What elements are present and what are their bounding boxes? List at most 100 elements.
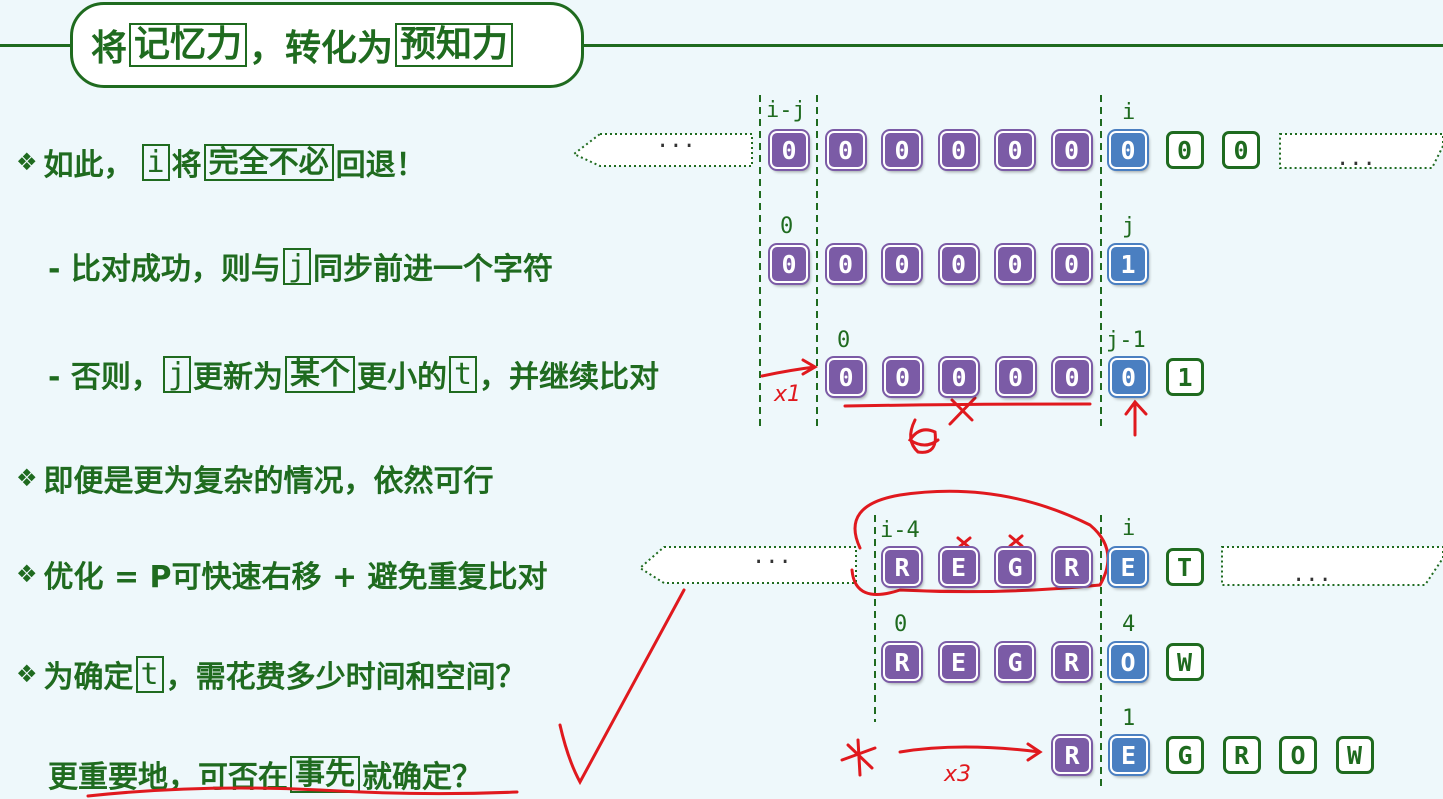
char-cell: R — [1222, 736, 1261, 774]
char-cell: 1 — [1166, 358, 1204, 396]
sub1-text-a: - 比对成功，则与 — [48, 252, 281, 287]
char-cell: E — [1109, 736, 1148, 774]
char-cell: 0 — [1109, 131, 1147, 169]
sub3-box: 事先 — [290, 755, 360, 793]
red-arrow-icon — [898, 742, 1043, 762]
char-cell: 0 — [1109, 358, 1148, 396]
sub1-text-c: 同步前进一个字符 — [312, 252, 553, 287]
bullet-4: ❖ 为确定 t ，需花费多少时间和空间？ — [16, 652, 526, 696]
char-cell: 0 — [996, 131, 1034, 169]
char-cell: R — [883, 548, 921, 586]
label-zero: 0 — [894, 612, 908, 637]
sub3-text-c: 就确定？ — [362, 760, 482, 795]
bullet-4-var-t: t — [135, 655, 164, 693]
char-cell: 0 — [1052, 245, 1091, 283]
red-up-arrow-icon — [1124, 399, 1148, 437]
char-cell: E — [1109, 548, 1147, 586]
red-underline — [843, 402, 1092, 408]
title-part1: 将 — [91, 28, 128, 69]
char-cell: T — [1165, 548, 1204, 586]
sub2-var-j: j — [162, 355, 191, 393]
red-star-icon — [907, 418, 940, 454]
char-cell: 0 — [939, 245, 978, 283]
bullet-1-sub-2: - 否则， j 更新为 某个 更小的 t ，并继续比对 — [48, 352, 659, 396]
handwritten-x1: x1 — [774, 382, 802, 407]
char-cell: 0 — [1053, 358, 1091, 396]
char-cell: E — [939, 548, 978, 586]
char-cell: 1 — [1109, 245, 1147, 283]
char-cell: 0 — [827, 358, 865, 396]
char-cell: 0 — [883, 358, 922, 396]
red-arrow-icon — [760, 358, 818, 378]
bullet-1-text-c: 将 — [171, 148, 202, 183]
char-cell: 0 — [883, 245, 921, 283]
char-cell: 0 — [1052, 131, 1091, 169]
ellipsis-text: ... — [656, 128, 696, 153]
label-i-minus-j: i-j — [766, 98, 806, 123]
bullet-4-text-a: 为确定 — [43, 660, 134, 695]
red-cross-icon — [948, 396, 977, 426]
bullet-3-text: 优化 = P可快速右移 + 避免重复比对 — [43, 560, 548, 595]
label-zero: 0 — [837, 328, 851, 353]
diamond-bullet-icon: ❖ — [16, 148, 38, 176]
bullet-1-var-i: i — [141, 143, 170, 181]
title-box2: 预知力 — [395, 23, 514, 67]
label-zero: 0 — [780, 214, 794, 239]
label-i: i — [1122, 100, 1136, 125]
char-cell: W — [1165, 643, 1204, 681]
text-strip-right-2 — [1221, 546, 1443, 586]
char-cell: 0 — [770, 131, 808, 169]
char-cell: O — [1279, 736, 1317, 774]
red-checkmark-icon — [558, 588, 686, 786]
char-cell: G — [1166, 736, 1204, 774]
label-four: 4 — [1122, 612, 1136, 637]
text-strip-left-2 — [638, 546, 857, 584]
ellipsis-text: ... — [1336, 146, 1376, 171]
char-cell: R — [1052, 548, 1091, 586]
label-j-minus-1: j-1 — [1106, 328, 1146, 353]
title-rule — [0, 44, 1443, 47]
char-cell: 0 — [770, 245, 808, 283]
diamond-bullet-icon: ❖ — [16, 560, 38, 588]
bullet-1-text-a: 如此， — [43, 148, 134, 183]
char-cell: 0 — [940, 358, 978, 396]
char-cell: G — [996, 548, 1034, 586]
bullet-3: ❖ 优化 = P可快速右移 + 避免重复比对 — [16, 552, 548, 596]
bullet-1: ❖ 如此， i 将 完全不必 回退！ — [16, 140, 426, 184]
char-cell: R — [1052, 643, 1091, 681]
char-cell: 0 — [996, 358, 1035, 396]
sub1-var-j: j — [282, 247, 311, 285]
bullet-4-text-c: ，需花费多少时间和空间？ — [165, 660, 526, 695]
char-cell: 0 — [883, 131, 921, 169]
sub2-text-g: ，并继续比对 — [479, 360, 660, 395]
bullet-2: ❖ 即便是更为复杂的情况，依然可行 — [16, 456, 494, 500]
char-cell: E — [939, 643, 978, 681]
label-j: j — [1122, 214, 1136, 239]
label-i: i — [1122, 516, 1136, 541]
char-cell: 0 — [826, 245, 865, 283]
sub2-box: 某个 — [284, 355, 355, 393]
red-underline-bottom — [86, 786, 519, 798]
red-cross-icon — [1008, 534, 1024, 548]
bullet-1-box: 完全不必 — [203, 143, 334, 181]
text-strip-left — [572, 133, 753, 167]
diamond-bullet-icon: ❖ — [16, 464, 38, 492]
title-part2: ，转化为 — [249, 28, 394, 69]
bullet-1-sub-1: - 比对成功，则与 j 同步前进一个字符 — [48, 244, 553, 288]
slide-title: 将 记忆力 ，转化为 预知力 — [70, 2, 584, 88]
char-cell: 0 — [1222, 131, 1260, 169]
bullet-1-text-e: 回退！ — [335, 148, 426, 183]
red-cross-icon — [956, 536, 972, 550]
char-cell: O — [1109, 643, 1147, 681]
char-cell: 0 — [996, 245, 1034, 283]
title-box1: 记忆力 — [129, 23, 248, 67]
sub2-var-t: t — [448, 355, 478, 393]
ellipsis-text: ... — [1292, 562, 1332, 587]
char-cell: W — [1335, 736, 1374, 774]
char-cell: R — [1053, 736, 1091, 774]
char-cell: 0 — [1165, 131, 1204, 169]
sub2-text-c: 更新为 — [192, 360, 283, 395]
char-cell: R — [883, 643, 921, 681]
sub2-text-e: 更小的 — [356, 360, 447, 395]
